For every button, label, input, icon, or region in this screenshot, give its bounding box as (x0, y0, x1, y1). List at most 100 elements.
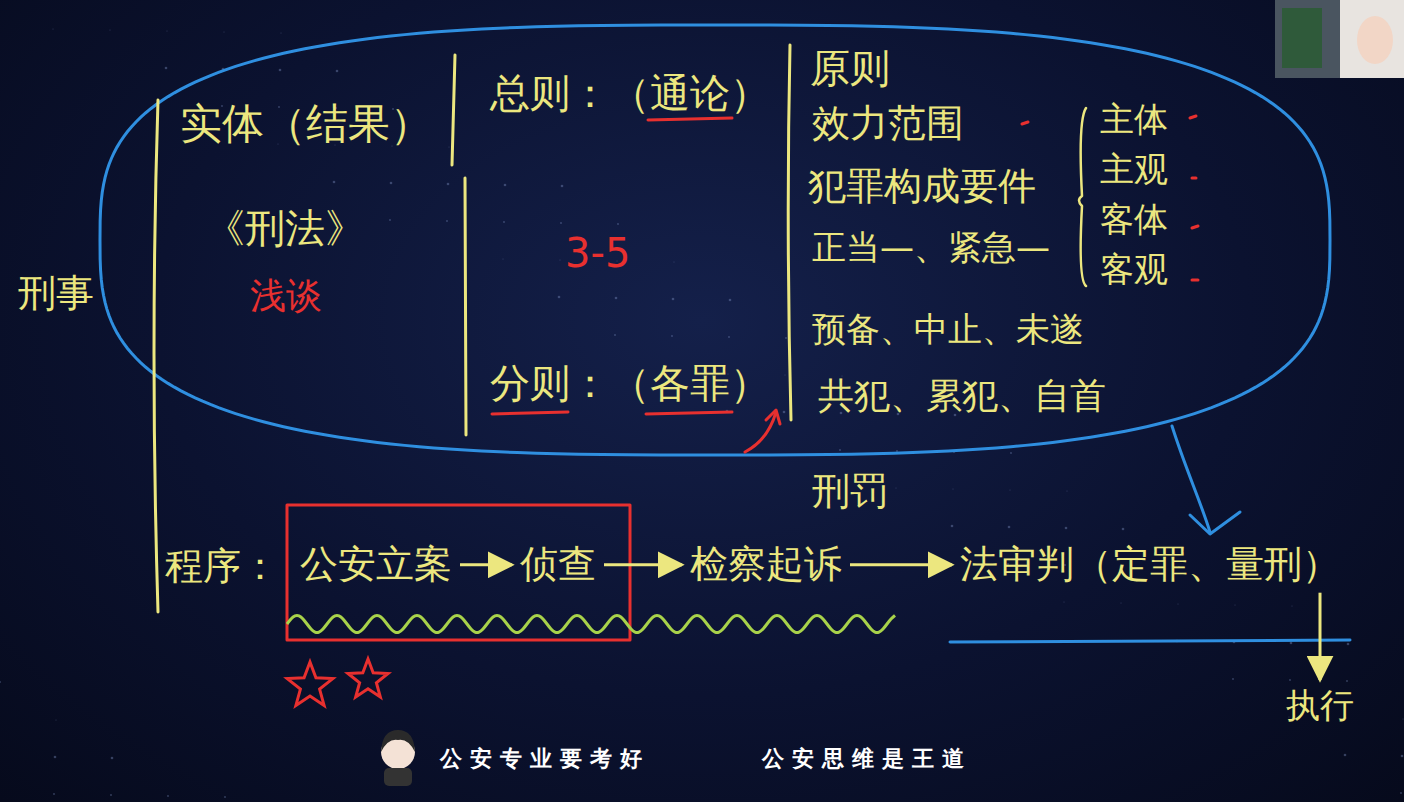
star-dot (447, 183, 450, 186)
note-label: 预备、中止、未遂 (812, 310, 1084, 349)
star-dot (729, 299, 732, 302)
star-dot (167, 31, 168, 32)
tick-mark (1192, 279, 1198, 282)
hook-arrow (745, 412, 776, 452)
underline-mark (492, 412, 568, 414)
process-step: 公安立案 (296, 541, 456, 589)
star-dot (1401, 755, 1404, 758)
star-dot (953, 489, 954, 490)
star-dot (54, 756, 57, 759)
star-dot (560, 260, 561, 261)
webcam-plant (1282, 8, 1322, 68)
flow-arrow (850, 563, 952, 566)
star-dot (615, 297, 618, 300)
star-dot (165, 67, 168, 70)
star-dot (671, 335, 673, 337)
underline-mark (646, 412, 732, 414)
note-label: 原则 (810, 45, 890, 91)
star-dot (1403, 719, 1404, 720)
star-dot (785, 375, 786, 376)
process-step: 检察起诉 (686, 541, 846, 589)
board-strokes (154, 45, 1350, 642)
star-dot (674, 262, 675, 263)
star-dot (783, 411, 786, 414)
underline-mark (950, 640, 1350, 642)
flow-arrow (604, 563, 682, 566)
divider-line (452, 55, 455, 165)
brace-line (154, 100, 158, 612)
webcam-bg (1340, 0, 1404, 78)
star-dot (839, 449, 841, 451)
star-dot (336, 70, 339, 73)
star-dot (1344, 754, 1347, 757)
tick-mark (1190, 116, 1196, 118)
note-label: 实体（结果） (180, 100, 432, 148)
step-text: 公安立案 (300, 543, 452, 587)
star-dot (1008, 526, 1011, 529)
hook-arrow (766, 410, 780, 424)
step-text: 执行 (1286, 686, 1354, 725)
webcam-frame (1275, 0, 1404, 78)
star-dot (1122, 528, 1125, 531)
star-dot (1235, 605, 1236, 606)
star-dot (1067, 491, 1068, 492)
star-dot (728, 336, 730, 338)
star-dot (951, 525, 954, 528)
note-label: 犯罪构成要件 (808, 165, 1036, 209)
note-label: 正当—、紧急— (812, 228, 1050, 267)
process-step: 法审判（定罪、量刑） (956, 541, 1344, 589)
note-label: 分则：（各罪） (490, 360, 770, 406)
footer-slogan: 公安专业要考好 (440, 746, 650, 771)
star-dot (1232, 678, 1234, 680)
star-dot (1010, 452, 1012, 454)
star-dot (53, 29, 54, 30)
note-label: 主观 (1100, 150, 1168, 189)
divider-line (465, 178, 466, 435)
star-dot (1064, 602, 1065, 603)
note-label: 共犯、累犯、自首 (818, 375, 1106, 416)
star-dot (614, 334, 616, 336)
star-dot (503, 221, 505, 223)
note-label: 总则：（通论） (490, 70, 770, 116)
tick-mark (1192, 226, 1198, 228)
star-dot (110, 794, 112, 796)
note-label: 客观 (1100, 250, 1168, 289)
star-symbol (348, 659, 388, 697)
webcam-person (1357, 16, 1393, 64)
tick-mark (1022, 122, 1028, 124)
step-text: 检察起诉 (690, 543, 842, 587)
process-step: 执行 (1282, 684, 1358, 727)
star-dot (446, 220, 448, 222)
brace-line (788, 45, 791, 420)
star-dot (224, 32, 225, 33)
star-dot (561, 185, 564, 188)
star-dot (1121, 603, 1122, 604)
star-dot (504, 184, 507, 187)
star-dot (110, 30, 111, 31)
note-label: 效力范围 (812, 102, 964, 146)
star-dot (1010, 490, 1011, 491)
star-dot (53, 793, 55, 795)
note-label: 《刑法》 (205, 205, 365, 251)
star-dot (0, 681, 1, 683)
wavy-underline (287, 615, 895, 632)
star-dot (503, 259, 504, 260)
star-symbol (287, 662, 333, 705)
avatar-body (384, 768, 412, 786)
underline-mark (648, 118, 732, 120)
tick-mark (1192, 177, 1196, 180)
note-label: 浅谈 (250, 275, 322, 316)
star-dot (1292, 606, 1293, 607)
star-dot (1290, 642, 1293, 645)
process-step: 侦查 (516, 541, 600, 589)
note-label: 刑罚 (812, 470, 888, 514)
note-label: 客体 (1100, 200, 1168, 239)
star-dot (111, 757, 114, 760)
star-dot (1065, 527, 1068, 530)
star-dot (672, 298, 675, 301)
flow-arrow (1319, 593, 1322, 680)
star-dot (1346, 680, 1348, 682)
star-dot (167, 795, 169, 797)
star-dot (617, 223, 619, 225)
